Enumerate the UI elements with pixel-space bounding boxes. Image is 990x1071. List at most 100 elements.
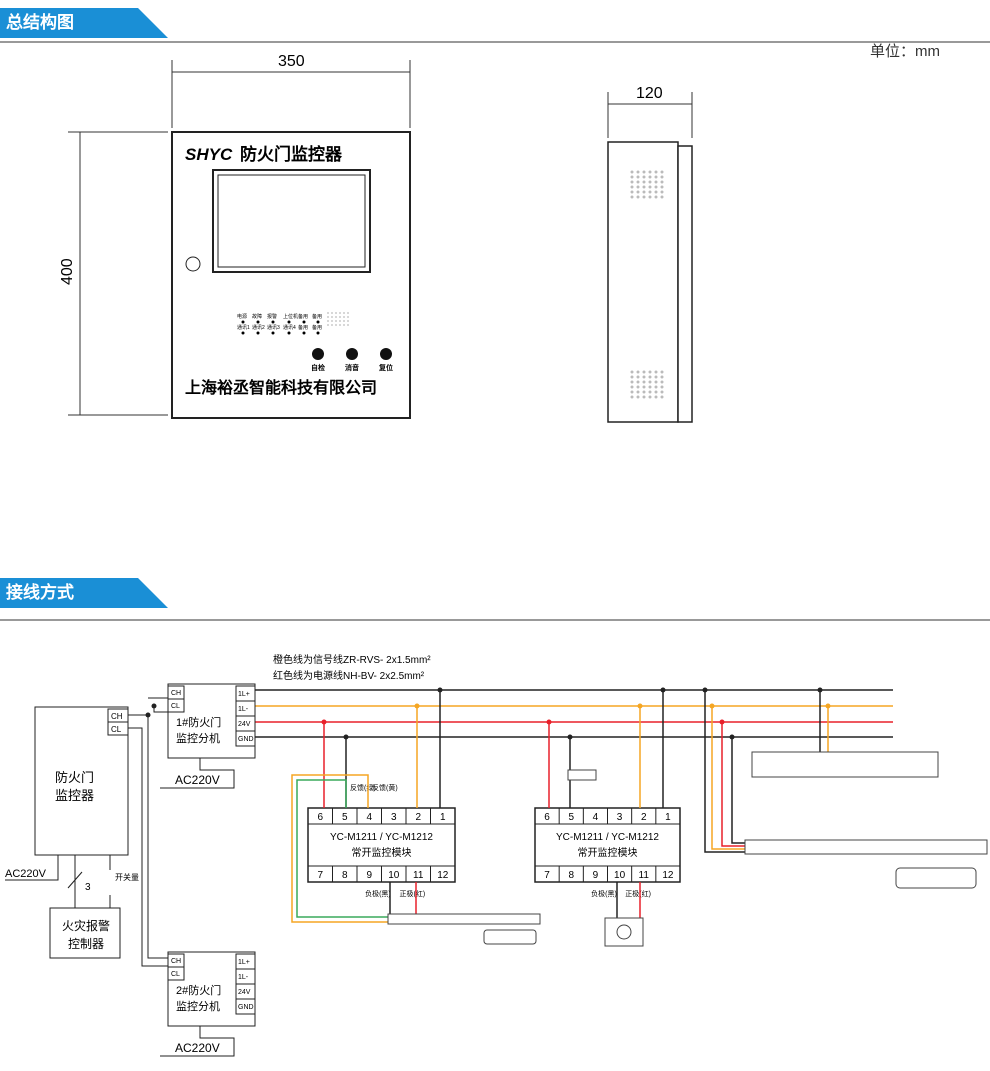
terminal-number: 8 <box>568 870 574 881</box>
vent-hole <box>642 190 646 194</box>
speaker-hole <box>331 324 333 326</box>
vent-hole <box>648 185 652 189</box>
vent-hole <box>654 180 658 184</box>
vent-hole <box>654 385 658 389</box>
vent-hole <box>630 170 634 174</box>
sub-label: 监控分机 <box>176 731 220 745</box>
vent-hole <box>660 380 664 384</box>
vent-hole <box>642 170 646 174</box>
speaker-hole <box>335 316 337 318</box>
speaker-hole <box>327 324 329 326</box>
ac-label: AC220V <box>175 1041 220 1055</box>
led-label: 上位机 <box>283 313 298 320</box>
led-icon <box>241 331 245 335</box>
led-label: 备用 <box>298 324 308 331</box>
vent-hole <box>654 175 658 179</box>
unit-label: 单位：mm <box>870 43 940 60</box>
door-closer-1 <box>387 913 541 925</box>
controller-side-view <box>607 141 679 423</box>
led-label: 电源 <box>237 313 247 320</box>
terminal-label: CL <box>171 703 180 710</box>
terminal-number: 10 <box>614 870 626 881</box>
terminal-label: CH <box>111 712 123 721</box>
junction-dot <box>729 734 735 740</box>
controller-label: 防火门 <box>55 770 94 785</box>
speaker-hole <box>335 324 337 326</box>
vent-hole <box>642 390 646 394</box>
junction-dot <box>567 734 573 740</box>
vent-hole <box>636 390 640 394</box>
terminal-number: 1 <box>440 812 446 823</box>
led-label: 故障 <box>252 313 262 320</box>
bus-lines <box>255 689 893 738</box>
panel-button <box>346 348 358 360</box>
led-icon <box>287 320 291 324</box>
brand-logo: SHYC <box>185 145 233 164</box>
display-screen <box>212 169 371 273</box>
speaker-hole <box>335 312 337 314</box>
terminal-label: 1L+ <box>238 959 250 966</box>
terminal-number: 1 <box>665 812 671 823</box>
junction-dot <box>546 719 552 725</box>
terminal <box>235 730 256 747</box>
controller-label: 监控器 <box>55 788 94 803</box>
dimension-lines <box>68 60 693 416</box>
speaker-hole <box>343 312 345 314</box>
door-track <box>751 751 939 778</box>
terminal-number: 12 <box>437 870 449 881</box>
speaker-hole <box>327 312 329 314</box>
led-label: 备用 <box>312 313 322 320</box>
terminal-number: 5 <box>568 812 574 823</box>
junction-dot <box>145 712 151 718</box>
vent-hole <box>648 175 652 179</box>
terminal-number: 7 <box>317 870 323 881</box>
junction-dot <box>637 703 643 709</box>
led-icon <box>256 331 260 335</box>
vent-hole <box>630 375 634 379</box>
vent-hole <box>636 375 640 379</box>
led-icon <box>256 320 260 324</box>
switch-label: 开关量 <box>115 872 139 882</box>
module-model: YC-M1211 / YC-M1212 <box>330 832 433 843</box>
vent-hole <box>636 395 640 399</box>
terminal-number: 3 <box>391 812 397 823</box>
terminal-label: 24V <box>238 989 251 996</box>
vent-hole <box>636 180 640 184</box>
drop-wires <box>291 690 829 923</box>
positive-label: 正极(红) <box>625 889 651 898</box>
feedback-green-label: 反馈(绿) <box>350 783 376 792</box>
vent-hole <box>654 370 658 374</box>
module-name: 常开监控模块 <box>578 846 638 859</box>
vent-hole <box>654 185 658 189</box>
vent-hole <box>642 395 646 399</box>
led-icon <box>271 331 275 335</box>
speaker-hole <box>343 324 345 326</box>
speaker-hole <box>347 316 349 318</box>
company-name: 上海裕丞智能科技有限公司 <box>185 378 377 397</box>
vent-hole <box>642 180 646 184</box>
vent-hole <box>660 180 664 184</box>
vent-hole <box>636 185 640 189</box>
vent-hole <box>642 175 646 179</box>
vent-hole <box>636 175 640 179</box>
terminal-number: 4 <box>366 812 372 823</box>
button-label: 自检 <box>311 363 325 372</box>
terminal-number: 3 <box>617 812 623 823</box>
terminal-number: 6 <box>317 812 323 823</box>
terminal-label: 1L- <box>238 974 249 981</box>
legend-power: 红色线为电源线NH-BV- 2x2.5mm² <box>273 669 425 682</box>
terminal-label: CH <box>171 958 181 965</box>
junction-dot <box>719 719 725 725</box>
module-name: 常开监控模块 <box>352 846 412 859</box>
vent-hole <box>660 185 664 189</box>
led-indicators: 电源通讯1故障通讯2报警通讯3上位机通讯4备用备用备用备用自检消音复位 <box>237 312 393 372</box>
led-icon <box>302 320 306 324</box>
fire-alarm-controller <box>49 907 121 959</box>
positive-label: 正极(红) <box>400 889 426 898</box>
vent-hole <box>660 390 664 394</box>
speaker-hole <box>347 324 349 326</box>
lock-icon <box>185 256 201 272</box>
closer-body-1 <box>483 929 537 945</box>
